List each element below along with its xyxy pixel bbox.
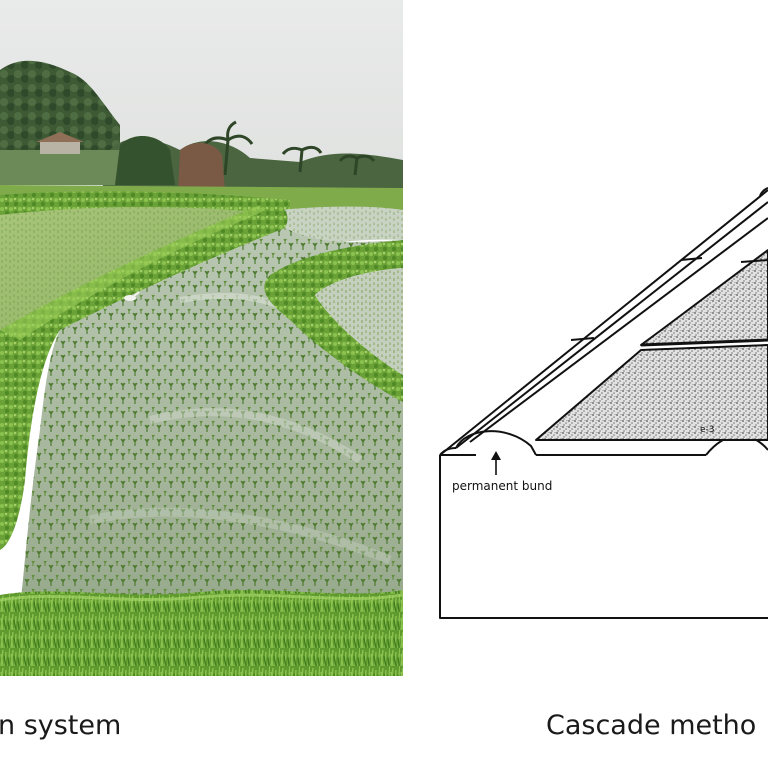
cascade-method-diagram: e-3 permanent bund bbox=[436, 150, 768, 630]
permanent-bund-label: permanent bund bbox=[452, 479, 552, 493]
right-caption: Cascade metho bbox=[546, 710, 757, 741]
rice-terrace-photo bbox=[0, 0, 403, 676]
plot-tag-label: e-3 bbox=[700, 425, 715, 435]
left-caption: n system bbox=[0, 710, 122, 741]
